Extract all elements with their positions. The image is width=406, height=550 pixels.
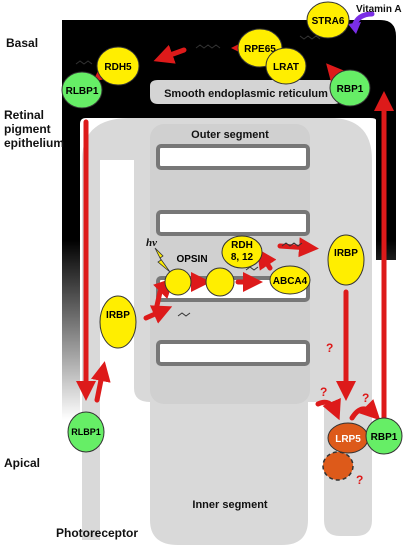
arrow-lrp5-rbp1 xyxy=(349,399,381,421)
retinoid-4 xyxy=(281,242,303,247)
question-mark-1: ? xyxy=(326,341,333,355)
arrow-up-irbp-left xyxy=(91,361,111,403)
rlbp1-top-protein xyxy=(61,71,103,109)
lrp5-label: LRP5 xyxy=(335,434,361,445)
irbp-left-protein xyxy=(99,295,137,349)
irbp-right-protein xyxy=(327,234,365,286)
rdh-protein xyxy=(221,235,263,269)
rdh-label-1: RDH xyxy=(231,240,253,251)
smooth-er-label: Smooth endoplasmic reticulum xyxy=(164,88,328,100)
disc-1 xyxy=(156,144,310,170)
rbp1-bottom-label: RBP1 xyxy=(371,432,398,443)
inner-segment-label: Inner segment xyxy=(192,499,268,511)
abca4-label: ABCA4 xyxy=(273,276,308,287)
rlbp1-bottom-protein xyxy=(67,411,105,453)
rpe-label-line-2: pigment xyxy=(4,122,51,136)
stra6-label: STRA6 xyxy=(312,16,345,27)
rlbp1-top-label: RLBP1 xyxy=(66,86,99,97)
arrow-rdh-right xyxy=(277,237,319,258)
question-mark-3: ? xyxy=(362,391,369,405)
lrat-label: LRAT xyxy=(273,62,299,73)
arrow-irbp-os xyxy=(143,305,173,324)
question-mark-2: ? xyxy=(320,385,327,399)
irbp-left-label: IRBP xyxy=(106,310,130,321)
rlbp1-bottom-label: RLBP1 xyxy=(71,427,101,437)
rpe-label-line-1: Retinal xyxy=(4,108,45,122)
rdh5-protein xyxy=(96,46,140,86)
opsin-label: OPSIN xyxy=(176,254,207,265)
photoreceptor-label: Photoreceptor xyxy=(56,526,139,540)
retinoid-3 xyxy=(299,35,321,40)
opsin-protein-2 xyxy=(205,267,235,297)
retinoid-2 xyxy=(75,60,93,65)
retinoid-1 xyxy=(195,44,221,49)
rpe-label: Retinal pigment epithelium xyxy=(4,108,64,150)
basal-label: Basal xyxy=(6,36,39,50)
smooth-er xyxy=(150,80,342,104)
vitamin-a-label: Vitamin A xyxy=(356,4,402,15)
rpe65-label: RPE65 xyxy=(244,44,276,55)
light-bolt-icon xyxy=(154,247,171,273)
disc-2 xyxy=(156,210,310,236)
lrp5-partner xyxy=(322,451,354,481)
lrat-protein xyxy=(265,47,307,85)
rbp1-top-label: RBP1 xyxy=(337,84,364,95)
rbp1-top-protein xyxy=(329,69,371,107)
retinoid-5 xyxy=(177,312,191,317)
abca4-protein xyxy=(269,265,311,295)
disc-4 xyxy=(156,340,310,366)
question-mark-4: ? xyxy=(356,473,363,487)
rpe-label-line-3: epithelium xyxy=(4,136,65,150)
opsin-protein-1 xyxy=(164,268,192,296)
rdh5-label: RDH5 xyxy=(104,62,132,73)
retinoid-6 xyxy=(245,266,259,271)
arrow-vitamin-a-head xyxy=(348,22,361,34)
arrow-rpe65-rdh5 xyxy=(153,44,187,64)
stra6-protein xyxy=(306,1,350,39)
arrow-abca4-rdh xyxy=(257,248,277,271)
rbp1-bottom-protein xyxy=(365,417,403,455)
apical-label: Apical xyxy=(4,456,41,470)
irbp-right-label: IRBP xyxy=(334,248,358,259)
rdh-label-2: 8, 12 xyxy=(231,252,254,263)
arrow-to-lrp5 xyxy=(315,397,341,421)
outer-segment-label: Outer segment xyxy=(191,129,269,141)
hv-label: hv xyxy=(146,237,157,249)
